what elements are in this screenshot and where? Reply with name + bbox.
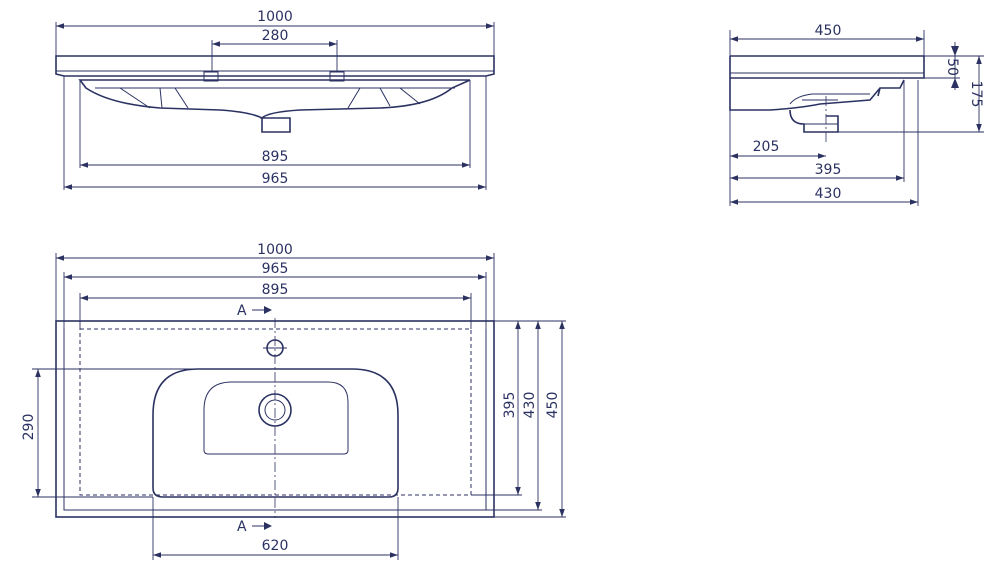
front-body-profile: [78, 79, 471, 133]
top-dim-body-depth: 430: [522, 392, 538, 419]
side-dim-rim-height: 50: [944, 58, 960, 76]
section-marker-bottom: A: [237, 519, 247, 535]
top-basin: [152, 368, 399, 498]
side-dim-body-depth: 430: [815, 186, 842, 202]
side-dim-depth: 450: [815, 23, 842, 39]
front-dim-tap-spacing: 280: [262, 28, 289, 44]
top-inner-bowl: [203, 381, 349, 455]
top-view: A A 1000 965 895 290 395 430 450: [21, 242, 566, 560]
side-dim-drain-offset: 205: [753, 139, 780, 155]
top-dim-basin-width: 620: [262, 538, 289, 554]
front-dim-body: 965: [262, 171, 289, 187]
top-bowl-outline: [79, 328, 472, 496]
side-dim-total-height: 175: [968, 81, 984, 108]
top-dim-bowl: 895: [262, 282, 289, 298]
front-view: 1000 280 895 965: [55, 9, 495, 190]
top-dim-body: 965: [262, 261, 289, 277]
side-view: 450 50 175 205 395 430: [729, 23, 984, 206]
front-dim-overall: 1000: [257, 9, 293, 25]
section-marker-top: A: [237, 303, 247, 319]
top-dim-overall-depth: 450: [545, 392, 561, 419]
side-top-slab: [730, 55, 925, 79]
top-dim-bowl-front-depth: 290: [21, 414, 37, 441]
top-dim-inner-depth: 395: [502, 392, 518, 419]
front-dim-bowl: 895: [262, 149, 289, 165]
front-top-slab: [55, 55, 495, 77]
side-dim-bowl-depth: 395: [815, 162, 842, 178]
top-dim-overall: 1000: [257, 242, 293, 258]
side-body-profile: [729, 56, 905, 111]
